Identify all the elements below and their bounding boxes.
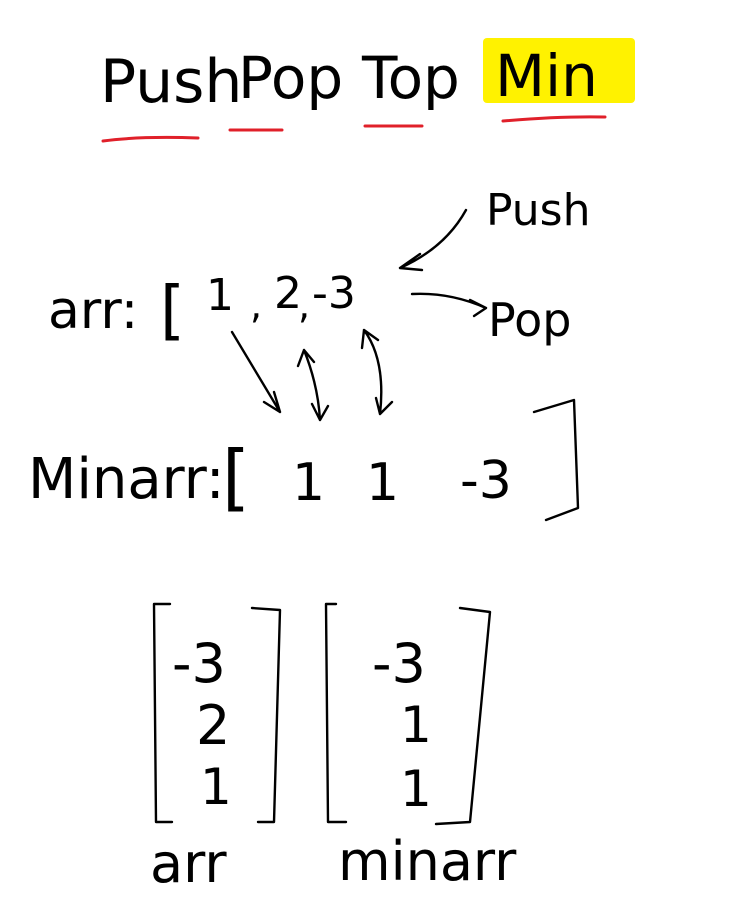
minarr-stack-value-3: 1: [400, 760, 432, 818]
arr-label: arr:: [48, 281, 138, 341]
stack-minarr: -3 1 1 minarr: [324, 602, 517, 893]
arr-stack-left-bracket: [152, 602, 174, 824]
title: Push Pop Top Min: [100, 38, 635, 143]
pop-label: Pop: [488, 293, 571, 347]
minarr-row: Minarr: [ 1 1 -3: [28, 398, 580, 522]
arr-value-3: -3: [312, 268, 356, 319]
title-word-min: Min: [495, 42, 598, 110]
minarr-stack-label: minarr: [338, 830, 517, 893]
title-word-push: Push: [100, 47, 242, 117]
title-word-pop: Pop: [238, 44, 343, 112]
arr-sep-1: ,: [250, 283, 262, 327]
underline-min: [501, 115, 607, 123]
minarr-stack-value-2: 1: [400, 696, 432, 754]
arrow-1-to-min-1: [230, 330, 282, 414]
arr-open-bracket: [: [160, 274, 185, 348]
title-word-top: Top: [361, 44, 460, 112]
pop-arrow: [410, 292, 488, 318]
minarr-stack-value-1: -3: [372, 632, 426, 695]
arr-stack-value-2: 2: [196, 694, 230, 757]
arr-value-2: 2: [274, 268, 302, 319]
arr-stack-label: arr: [150, 832, 227, 895]
arr-stack-value-3: 1: [200, 758, 232, 816]
min-highlight: [483, 38, 635, 103]
push-arrow: [398, 208, 468, 272]
stack-arr: -3 2 1 arr: [150, 602, 282, 895]
minarr-stack-left-bracket: [324, 602, 348, 824]
arr-row: arr: [ 1 , 2 , -3: [48, 268, 356, 348]
arr-stack-value-1: -3: [172, 632, 226, 695]
minarr-value-1: 1: [292, 453, 325, 513]
arr-stack-right-bracket: [250, 606, 282, 824]
arr-value-1: 1: [206, 270, 234, 321]
minarr-stack-right-bracket: [434, 606, 492, 826]
push-label: Push: [486, 185, 590, 236]
mapping-arrows: [230, 328, 394, 422]
arrow-3-min-3-bidirectional: [360, 328, 394, 416]
arrow-2-min-2-bidirectional: [296, 348, 330, 422]
underline-push: [101, 135, 200, 143]
minarr-open-bracket: [: [222, 435, 250, 519]
arr-sep-2: ,: [298, 283, 310, 327]
minarr-value-3: -3: [460, 451, 512, 511]
ops: Push Pop: [398, 185, 590, 347]
minarr-label: Minarr:: [28, 447, 225, 512]
minarr-close-bracket: [532, 398, 580, 522]
minarr-value-2: 1: [366, 453, 399, 513]
